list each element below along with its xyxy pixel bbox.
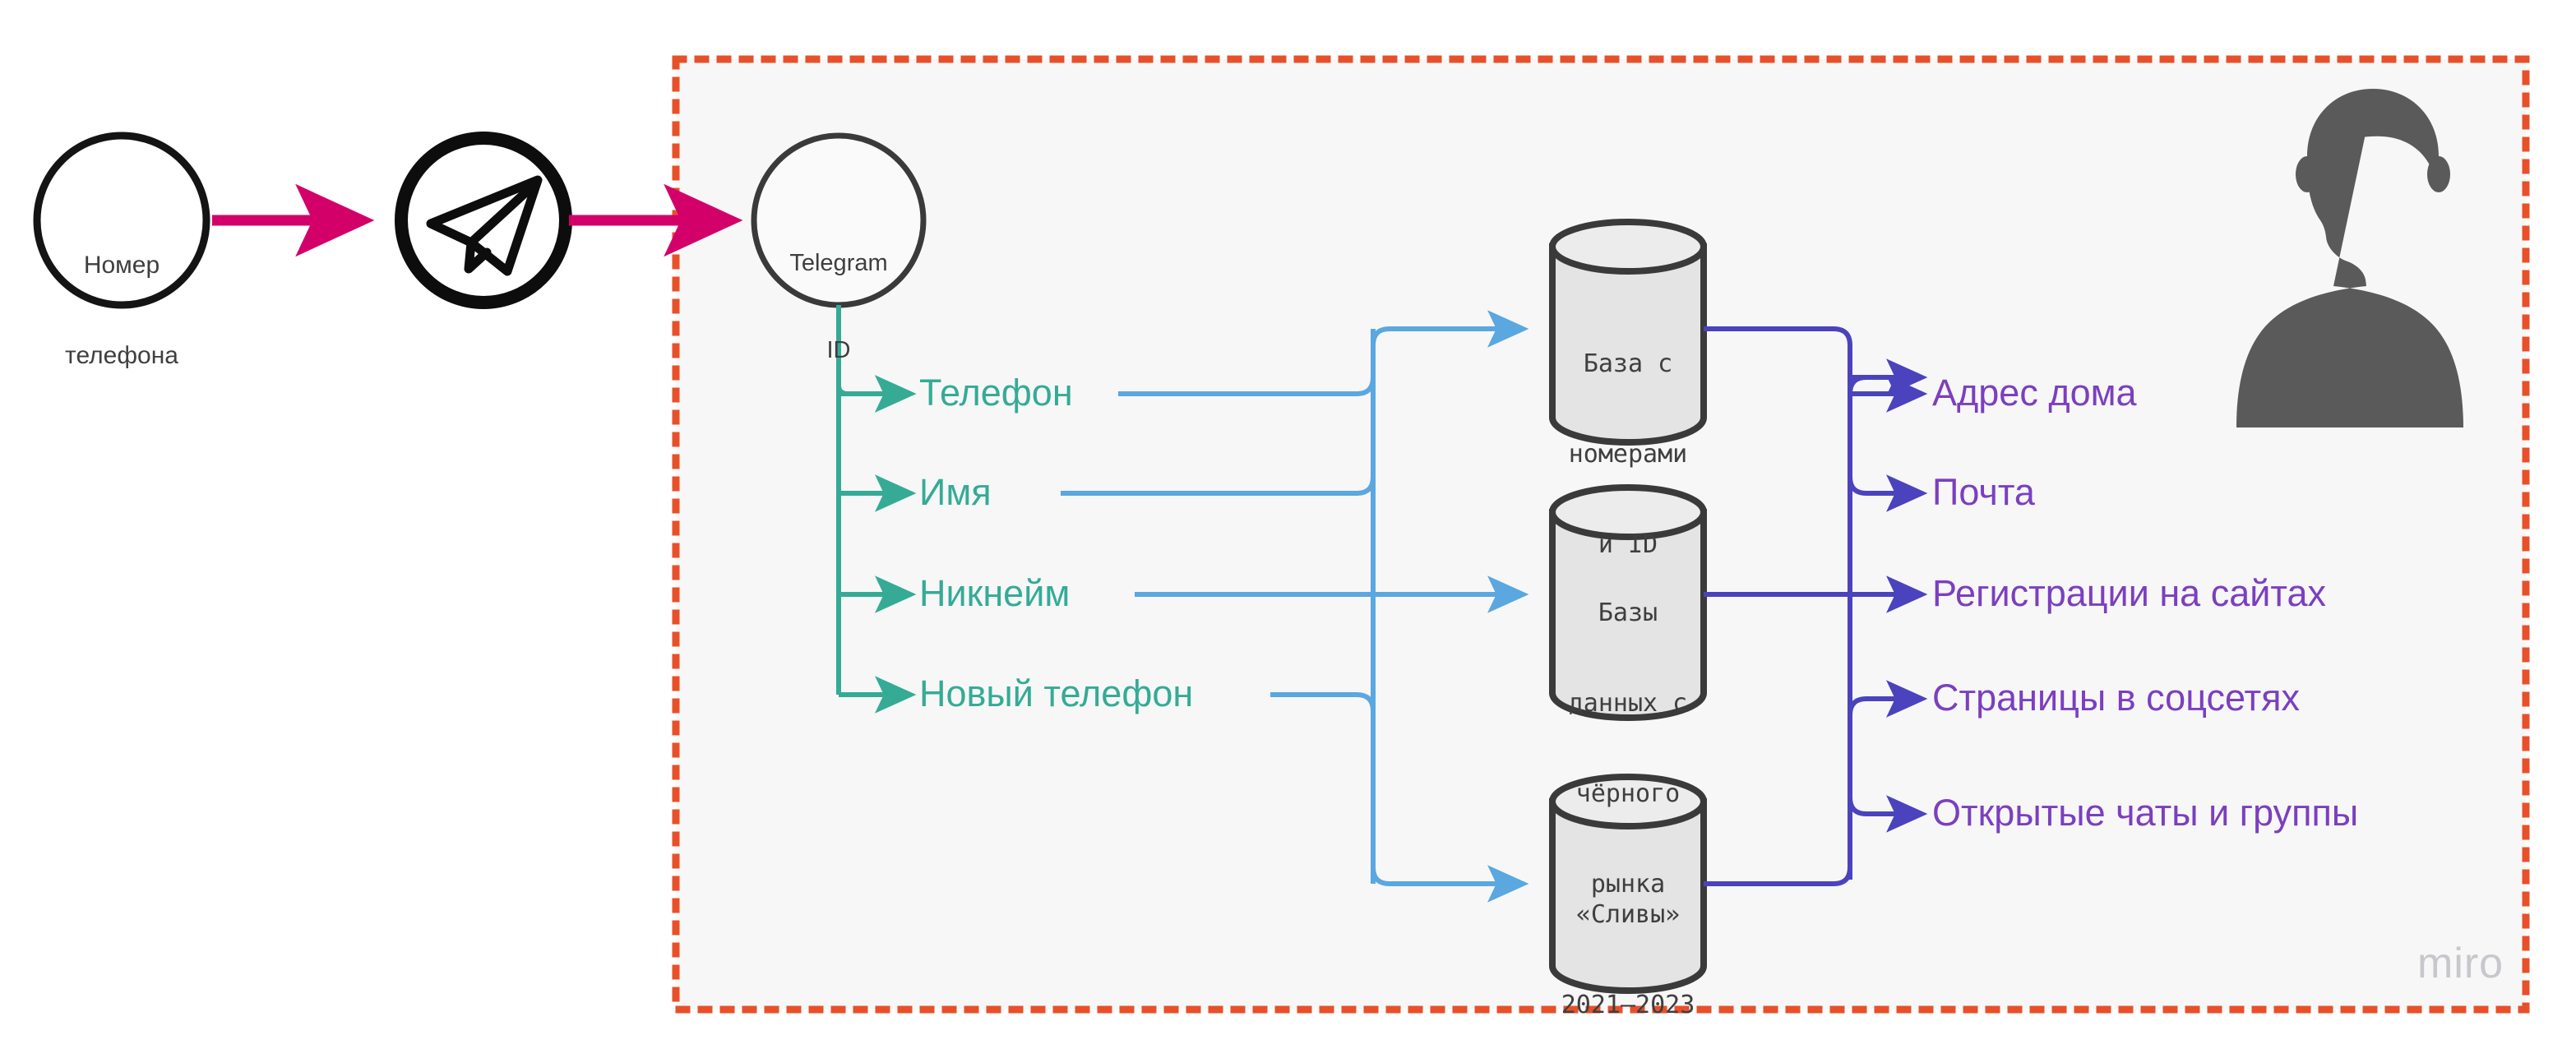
blue-connector-lines: [1061, 310, 1529, 903]
purple-connector-lines: [1704, 326, 1928, 886]
attribute-name-label[interactable]: Имя: [919, 471, 992, 513]
output-open-chats-label[interactable]: Открытые чаты и группы: [1932, 792, 2359, 834]
green-branch-lines: [836, 305, 917, 714]
phone-number-circle-shape: [33, 132, 210, 309]
output-social-pages-label[interactable]: Страницы в соцсетях: [1932, 677, 2300, 719]
output-email-label[interactable]: Почта: [1932, 471, 2035, 513]
output-site-registrations-label[interactable]: Регистрации на сайтах: [1932, 572, 2327, 614]
telegram-icon-circle: [395, 132, 572, 309]
output-home-address-label[interactable]: Адрес дома: [1932, 372, 2137, 414]
person-avatar-icon: [2236, 89, 2463, 427]
miro-watermark: miro: [2417, 940, 2504, 987]
db-leaks-shape: [1549, 774, 1707, 994]
attribute-phone-label[interactable]: Телефон: [919, 372, 1073, 414]
db-numbers-and-id-shape: [1549, 219, 1707, 446]
attribute-new-phone-label[interactable]: Новый телефон: [919, 672, 1194, 714]
telegram-paper-plane-glyph: [426, 175, 543, 276]
frame-dotted-border: [672, 55, 2530, 1014]
db-black-market-shape: [1549, 484, 1707, 721]
attribute-nickname-label[interactable]: Никнейм: [919, 572, 1071, 614]
telegram-id-circle-shape: [751, 132, 927, 308]
